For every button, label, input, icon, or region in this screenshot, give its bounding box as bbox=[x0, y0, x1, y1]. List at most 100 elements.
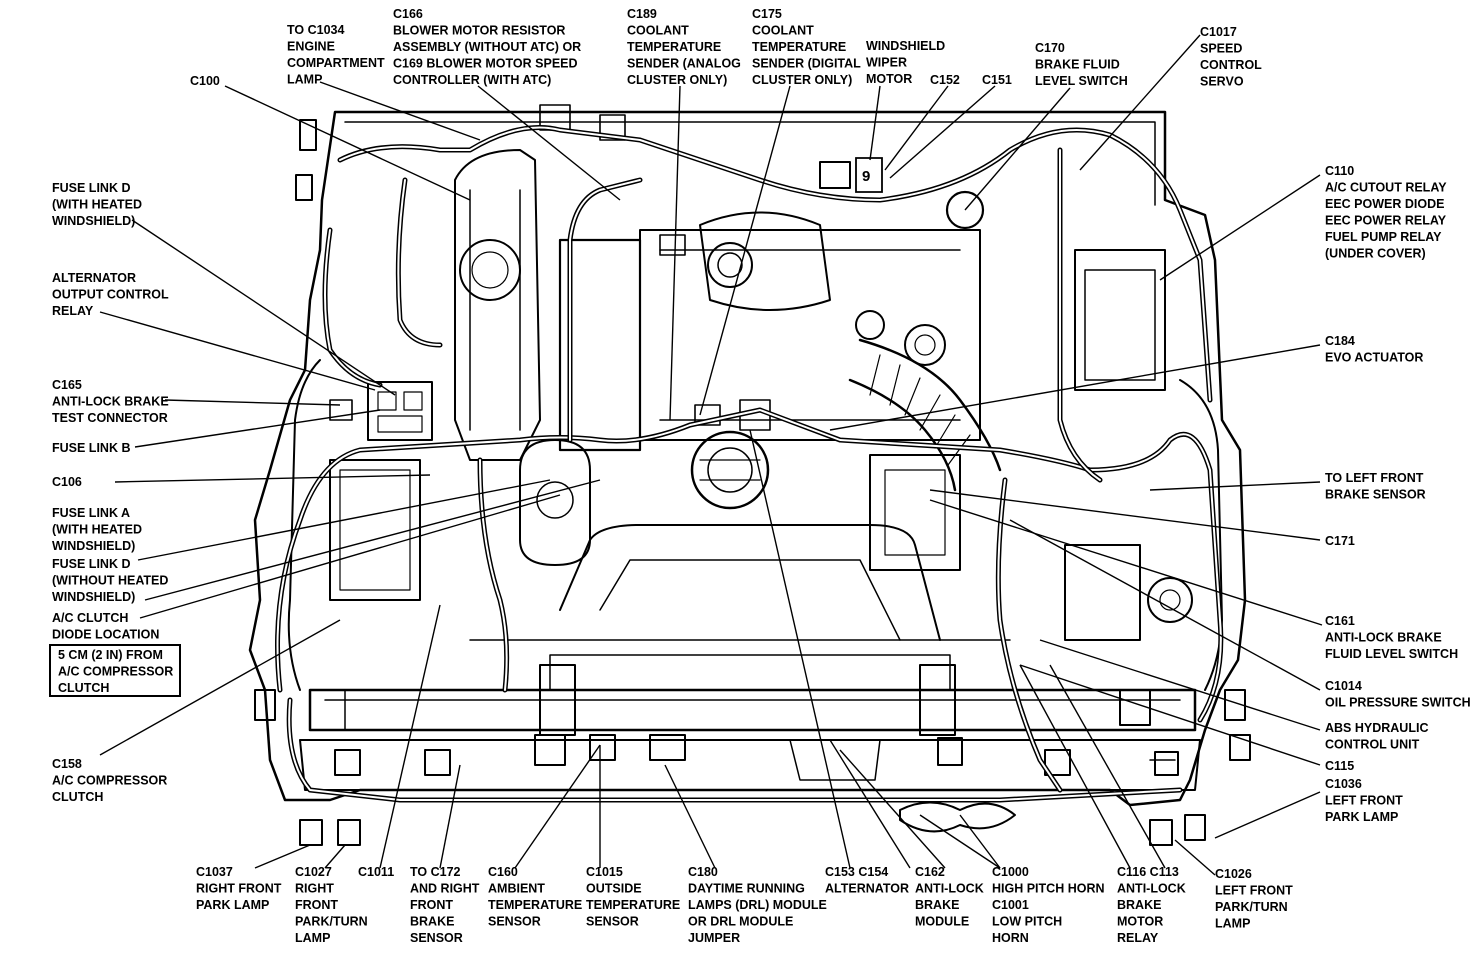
label-line: EEC POWER RELAY bbox=[1325, 214, 1447, 228]
label-line: MODULE bbox=[915, 915, 969, 929]
label-line: WINDSHIELD bbox=[866, 39, 945, 53]
label-line: BRAKE bbox=[410, 915, 454, 929]
label-line: LAMP bbox=[287, 73, 322, 87]
label-line: LAMP bbox=[1215, 917, 1250, 931]
label-line: LEVEL SWITCH bbox=[1035, 74, 1128, 88]
label-line: LOW PITCH bbox=[992, 915, 1062, 929]
label-line: FUSE LINK A bbox=[52, 506, 130, 520]
label-line: FRONT bbox=[410, 898, 453, 912]
label-line: FUSE LINK B bbox=[52, 441, 130, 455]
label-line: RELAY bbox=[1117, 931, 1159, 945]
label-line: SENSOR bbox=[488, 915, 541, 929]
label-line: TEST CONNECTOR bbox=[52, 411, 168, 425]
label-line: CLUSTER ONLY) bbox=[752, 73, 852, 87]
note-box: 5 CM (2 IN) FROM A/C COMPRESSOR CLUTCH bbox=[49, 644, 181, 697]
connector-digit: 9 bbox=[862, 168, 870, 185]
note-line: A/C COMPRESSOR bbox=[58, 665, 173, 679]
label-line: OUTPUT CONTROL bbox=[52, 288, 169, 302]
label-line: A/C CUTOUT RELAY bbox=[1325, 181, 1447, 195]
label-line: C1026 bbox=[1215, 867, 1252, 881]
label-line: WINDSHIELD) bbox=[52, 539, 135, 553]
label-line: DIODE LOCATION bbox=[52, 628, 159, 642]
label-line: BRAKE SENSOR bbox=[1325, 488, 1426, 502]
note-line: 5 CM (2 IN) FROM bbox=[58, 648, 163, 662]
engine-artwork: 9 bbox=[248, 104, 1251, 846]
label-fuse-link-a: FUSE LINK A (WITH HEATED WINDSHIELD) bbox=[52, 506, 142, 553]
label-line: TEMPERATURE bbox=[752, 40, 846, 54]
label-fuse-link-b: FUSE LINK B bbox=[52, 441, 130, 455]
label-line: C169 BLOWER MOTOR SPEED bbox=[393, 57, 578, 71]
label-line: C158 bbox=[52, 757, 82, 771]
label-line: C1001 bbox=[992, 898, 1029, 912]
label-line: HORN bbox=[992, 931, 1029, 945]
label-line: SENDER (ANALOG bbox=[627, 57, 741, 71]
label-line: MOTOR bbox=[1117, 915, 1163, 929]
label-line: CONTROLLER (WITH ATC) bbox=[393, 73, 551, 87]
label-line: C165 bbox=[52, 378, 82, 392]
label-line: HIGH PITCH HORN bbox=[992, 882, 1105, 896]
label-line: C180 bbox=[688, 865, 718, 879]
label-line: C1000 bbox=[992, 865, 1029, 879]
label-line: BRAKE bbox=[915, 898, 959, 912]
label-line: FRONT bbox=[295, 898, 338, 912]
label-line: ALTERNATOR bbox=[825, 882, 909, 896]
note-line: CLUTCH bbox=[58, 681, 109, 695]
label-line: ABS HYDRAULIC bbox=[1325, 721, 1428, 735]
label-line: WINDSHIELD) bbox=[52, 214, 135, 228]
label-line: C160 bbox=[488, 865, 518, 879]
label-line: COOLANT bbox=[752, 24, 814, 38]
label-line: C152 bbox=[930, 73, 960, 87]
label-line: SERVO bbox=[1200, 75, 1244, 89]
label-line: ANTI-LOCK BRAKE bbox=[1325, 631, 1442, 645]
label-line: SENDER (DIGITAL bbox=[752, 57, 861, 71]
label-line: SENSOR bbox=[410, 931, 463, 945]
label-line: C1027 bbox=[295, 865, 332, 879]
label-line: WINDSHIELD) bbox=[52, 590, 135, 604]
label-line: ANTI-LOCK bbox=[1117, 882, 1186, 896]
label-line: C1011 bbox=[358, 865, 394, 879]
label-line: ALTERNATOR bbox=[52, 271, 136, 285]
label-line: C189 bbox=[627, 7, 657, 21]
label-line: (WITH HEATED bbox=[52, 523, 142, 537]
label-line: C184 bbox=[1325, 334, 1355, 348]
note-box-text: 5 CM (2 IN) FROM A/C COMPRESSOR CLUTCH bbox=[58, 648, 173, 695]
label-line: WIPER bbox=[866, 56, 907, 70]
label-line: SPEED bbox=[1200, 42, 1242, 56]
label-line: CLUTCH bbox=[52, 790, 103, 804]
label-line: OUTSIDE bbox=[586, 882, 642, 896]
label-line: FLUID LEVEL SWITCH bbox=[1325, 647, 1458, 661]
label-line: C1036 bbox=[1325, 777, 1362, 791]
label-line: FUEL PUMP RELAY bbox=[1325, 230, 1442, 244]
label-line: BRAKE bbox=[1117, 898, 1161, 912]
label-line: PARK LAMP bbox=[196, 898, 269, 912]
label-line: BRAKE FLUID bbox=[1035, 58, 1120, 72]
label-line: C162 bbox=[915, 865, 945, 879]
label-line: TEMPERATURE bbox=[488, 898, 582, 912]
label-line: RIGHT bbox=[295, 882, 334, 896]
label-line: AMBIENT bbox=[488, 882, 545, 896]
label-line: C110 bbox=[1325, 164, 1354, 178]
label-line: C115 bbox=[1325, 759, 1354, 773]
label-line: C106 bbox=[52, 475, 82, 489]
label-line: C100 bbox=[190, 74, 220, 88]
